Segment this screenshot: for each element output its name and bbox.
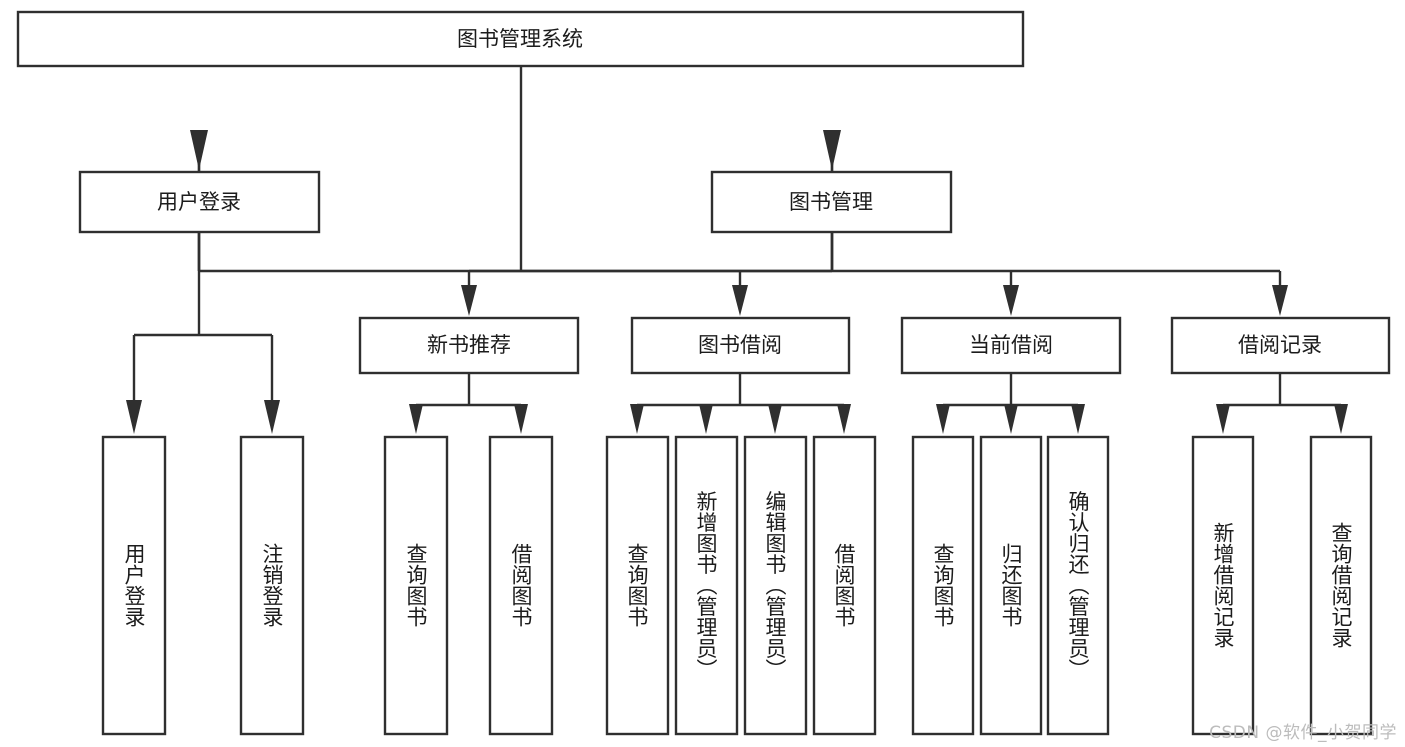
leaf-recommend-1-label: 查询图书: [404, 543, 428, 627]
arrowhead-record: [1272, 285, 1288, 316]
leaf-user-login-1[interactable]: 用户登录: [101, 435, 167, 736]
arrowhead-record-leaf-1: [1216, 404, 1230, 434]
leaf-record-2[interactable]: 查询借阅记录: [1309, 435, 1373, 736]
node-root[interactable]: 图书管理系统: [16, 10, 1025, 68]
arrowhead-current-leaf-1: [936, 404, 950, 434]
leaf-recommend-1-box[interactable]: [383, 435, 449, 736]
arrowhead-borrow-leaf-2: [699, 404, 713, 434]
node-user-login-label: 用户登录: [157, 190, 241, 214]
leaf-current-3-box[interactable]: [1046, 435, 1110, 736]
arrowhead-recommend-leaf-2: [514, 404, 528, 434]
leaf-record-1-label: 新增借阅记录: [1211, 522, 1235, 648]
leaf-user-login-1-box[interactable]: [101, 435, 167, 736]
node-book-management-box[interactable]: [710, 170, 953, 234]
leaf-record-1[interactable]: 新增借阅记录: [1191, 435, 1255, 736]
leaf-borrow-2-box[interactable]: [674, 435, 739, 736]
node-root-label: 图书管理系统: [457, 27, 583, 51]
node-new-book-recommend-box[interactable]: [358, 316, 580, 375]
leaf-current-3[interactable]: 确认归还（管理员）: [1046, 435, 1110, 736]
leaf-recommend-1[interactable]: 查询图书: [383, 435, 449, 736]
leaf-recommend-2-box[interactable]: [488, 435, 554, 736]
leaf-borrow-2-label: 新增图书（管理员）: [694, 491, 718, 680]
leaf-current-1[interactable]: 查询图书: [911, 435, 975, 736]
leaf-user-login-2-label: 注销登录: [260, 543, 284, 627]
leaf-current-3-label: 确认归还（管理员）: [1066, 491, 1090, 680]
leaf-record-1-box[interactable]: [1191, 435, 1255, 736]
leaf-recommend-2-label: 借阅图书: [509, 543, 533, 627]
arrowhead-userlogin-leaf-2: [264, 400, 280, 434]
leaf-borrow-1-box[interactable]: [605, 435, 670, 736]
leaf-user-login-1-label: 用户登录: [122, 543, 146, 627]
node-root-box[interactable]: [16, 10, 1025, 68]
node-book-management[interactable]: 图书管理: [710, 170, 953, 234]
node-user-login[interactable]: 用户登录: [78, 170, 321, 234]
arrowhead-layer: [126, 130, 1348, 434]
node-borrow-record-label: 借阅记录: [1238, 333, 1322, 357]
csdn-watermark: CSDN @软件_小贺同学: [1209, 723, 1397, 743]
leaf-record-2-box[interactable]: [1309, 435, 1373, 736]
leaf-borrow-3-box[interactable]: [743, 435, 808, 736]
leaf-current-2-box[interactable]: [979, 435, 1043, 736]
node-borrow-record[interactable]: 借阅记录: [1170, 316, 1391, 375]
node-user-login-box[interactable]: [78, 170, 321, 234]
node-borrow-record-box[interactable]: [1170, 316, 1391, 375]
node-book-management-label: 图书管理: [789, 190, 873, 214]
node-current-borrow[interactable]: 当前借阅: [900, 316, 1122, 375]
arrowhead-recommend: [461, 285, 477, 316]
leaf-recommend-2[interactable]: 借阅图书: [488, 435, 554, 736]
arrowhead-book-mgmt: [823, 130, 841, 170]
leaf-borrow-3[interactable]: 编辑图书（管理员）: [743, 435, 808, 736]
leaf-borrow-1-label: 查询图书: [625, 543, 649, 627]
node-current-borrow-label: 当前借阅: [969, 333, 1053, 357]
leaf-borrow-4-label: 借阅图书: [832, 543, 856, 627]
node-book-borrow[interactable]: 图书借阅: [630, 316, 851, 375]
leaf-borrow-1[interactable]: 查询图书: [605, 435, 670, 736]
leaf-borrow-2[interactable]: 新增图书（管理员）: [674, 435, 739, 736]
arrowhead-borrow-leaf-1: [630, 404, 644, 434]
leaf-borrow-4-box[interactable]: [812, 435, 877, 736]
leaf-borrow-3-label: 编辑图书（管理员）: [763, 491, 787, 680]
leaf-borrow-4[interactable]: 借阅图书: [812, 435, 877, 736]
leaf-record-2-label: 查询借阅记录: [1329, 522, 1353, 648]
node-book-borrow-box[interactable]: [630, 316, 851, 375]
arrowhead-current: [1003, 285, 1019, 316]
leaf-current-2-label: 归还图书: [999, 543, 1023, 627]
leaf-current-1-label: 查询图书: [931, 543, 955, 627]
leaf-user-login-2[interactable]: 注销登录: [239, 435, 305, 736]
arrowhead-userlogin-leaf-1: [126, 400, 142, 434]
leaf-current-2[interactable]: 归还图书: [979, 435, 1043, 736]
arrowhead-record-leaf-2: [1334, 404, 1348, 434]
arrowhead-user-login: [190, 130, 208, 170]
arrowhead-recommend-leaf-1: [409, 404, 423, 434]
node-new-book-recommend-label: 新书推荐: [427, 333, 511, 357]
arrowhead-borrow: [732, 285, 748, 316]
node-new-book-recommend[interactable]: 新书推荐: [358, 316, 580, 375]
arrowhead-borrow-leaf-4: [837, 404, 851, 434]
leaf-user-login-2-box[interactable]: [239, 435, 305, 736]
leaf-current-1-box[interactable]: [911, 435, 975, 736]
arrowhead-borrow-leaf-3: [768, 404, 782, 434]
arrowhead-current-leaf-2: [1004, 404, 1018, 434]
node-book-borrow-label: 图书借阅: [698, 333, 782, 357]
node-current-borrow-box[interactable]: [900, 316, 1122, 375]
arrowhead-current-leaf-3: [1071, 404, 1085, 434]
